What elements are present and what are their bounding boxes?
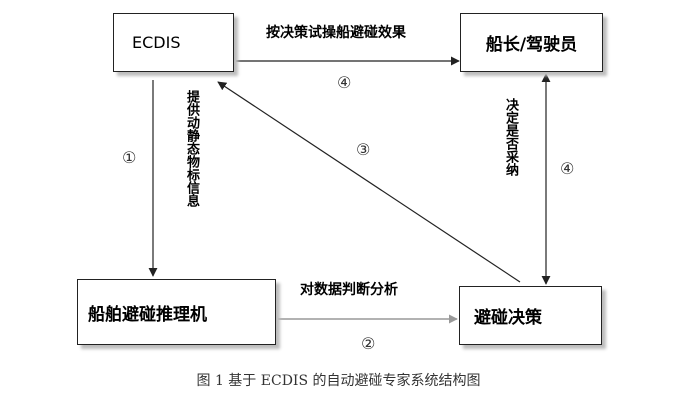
step-4-top-marker: ④ xyxy=(337,73,352,92)
step-3-marker: ③ xyxy=(356,140,371,159)
test-effect-label: 按决策试操船避碰效果 xyxy=(266,25,406,41)
inference-engine-node: 船舶避碰推理机 xyxy=(77,279,276,345)
step-4-right-marker: ④ xyxy=(560,159,575,178)
analyze-label: 对数据判断分析 xyxy=(300,282,398,298)
ecdis-node: ECDIS xyxy=(113,13,234,72)
figure-caption: 图 1 基于 ECDIS 的自动避碰专家系统结构图 xyxy=(196,373,481,389)
decision-node: 避碰决策 xyxy=(459,286,602,345)
captain-node-label: 船长/驾驶员 xyxy=(485,35,578,55)
arrow-decision-to-ecdis xyxy=(217,81,521,283)
captain-node: 船长/驾驶员 xyxy=(460,13,603,72)
step-1-marker: ① xyxy=(122,148,137,167)
decide-label: 决定是否采纳 xyxy=(503,98,518,176)
ecdis-node-label: ECDIS xyxy=(132,33,181,52)
inference-engine-node-label: 船舶避碰推理机 xyxy=(88,304,207,325)
step-2-marker: ② xyxy=(361,334,376,353)
decision-node-label: 避碰决策 xyxy=(474,308,542,328)
provide-info-label: 提供动静态物标信息 xyxy=(184,90,199,207)
